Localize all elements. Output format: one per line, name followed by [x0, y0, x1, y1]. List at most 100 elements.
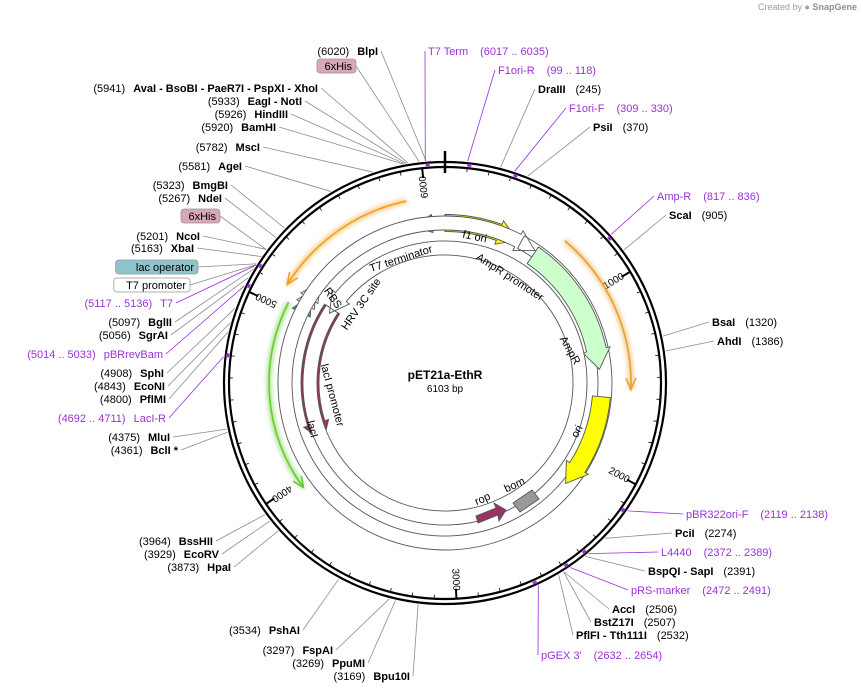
leader-line: [623, 214, 667, 251]
orf-arc-top-glow: [285, 198, 407, 286]
site-position: (817 .. 836): [703, 191, 759, 203]
site-position: (5056): [99, 330, 131, 342]
enzyme-label: (5267)NdeI: [158, 193, 222, 205]
primer-label: pGEX 3' (2632 .. 2654): [541, 650, 662, 662]
ruler-tick: [421, 168, 425, 179]
leader-line: [174, 268, 254, 323]
ruler-tick: [329, 561, 332, 566]
credit-brand: SnapGene: [812, 2, 857, 12]
feature-bom: [512, 489, 540, 513]
ruler-tick: [558, 561, 562, 566]
enzyme-label: (3169)Bpu10I: [334, 671, 410, 683]
primer-label: Amp-R (817 .. 836): [657, 191, 760, 203]
box-label-text: 6xHis: [188, 211, 216, 223]
feature-label: f1 ori: [461, 229, 487, 246]
site-name: PflMI: [140, 394, 166, 406]
site-position: (4361): [111, 445, 143, 457]
ruler-tick: [319, 207, 323, 211]
site-name: pGEX 3': [541, 650, 582, 662]
enzyme-label: (5933)EagI - NotI: [208, 96, 302, 108]
enzyme-label: (4908) SphI: [100, 368, 164, 380]
site-position: (3873): [167, 562, 199, 574]
site-name: BsaI: [712, 317, 735, 329]
orf-arc-lacI-outer: [268, 301, 305, 488]
enzyme-label: (5941)AvaI - BsoBI - PaeR7I - PspXI - Xh…: [93, 83, 318, 95]
ruler-tick: [655, 354, 660, 357]
primer-mark: [563, 562, 569, 568]
site-position: (3169): [334, 671, 366, 683]
enzyme-label: DraIII(245): [538, 84, 601, 96]
box-label-bg: [113, 277, 191, 293]
leader-line: [304, 100, 407, 164]
site-position: (3534): [229, 625, 261, 637]
feature-arcs: [266, 198, 637, 551]
site-name: BamHI: [241, 122, 276, 134]
feature-box-label: 6xHis: [316, 58, 357, 74]
feature-box-label: lac operator: [115, 259, 199, 275]
leader-line: [168, 332, 229, 400]
leader-line: [588, 551, 659, 555]
enzyme-label: (3534)PshAI: [229, 625, 300, 637]
site-name: PflFI - Tth111I: [576, 630, 647, 642]
orf-arc-lacI-outer-head: [292, 475, 305, 490]
site-name: SgrAI: [139, 330, 168, 342]
ruler-tick: [614, 252, 618, 256]
site-name: SphI: [140, 368, 164, 380]
enzyme-label: (5097)BglII: [108, 317, 172, 329]
ruler-tick: [234, 333, 239, 336]
leader-line: [335, 598, 390, 651]
site-name: BstZ17I: [594, 617, 634, 629]
ruler-tick: [337, 195, 341, 199]
feature-label: ori: [569, 423, 585, 439]
site-name: MluI: [148, 432, 170, 444]
enzyme-label: (5926)HindIII: [215, 109, 288, 121]
leader-line: [302, 578, 340, 631]
ruler-label: 3000: [449, 568, 461, 591]
ruler-label: 4000: [269, 482, 294, 504]
ruler-tick: [529, 184, 532, 189]
ruler-label: 5000: [254, 290, 279, 310]
enzyme-label: BspQI - SapI(2391): [648, 566, 755, 578]
leader-line: [175, 265, 256, 304]
site-name: BglII: [148, 317, 172, 329]
ruler-tick: [454, 588, 458, 599]
leader-line: [166, 308, 236, 374]
enzyme-label: (5920) BamHI: [201, 122, 276, 134]
leader-line: [244, 165, 331, 192]
leader-line: [197, 263, 257, 268]
snapgene-logo-icon: ●: [804, 2, 810, 12]
site-name: Amp-R: [657, 191, 691, 203]
feature-laci-promoter: [302, 240, 588, 526]
ruler-tick: [539, 572, 543, 577]
primer-mark: [257, 263, 263, 269]
leader-line: [380, 50, 427, 161]
ruler-tick: [477, 592, 479, 597]
enzyme-label: PsiI(370): [593, 122, 648, 134]
site-position: (2472 .. 2491): [702, 585, 771, 597]
site-position: (4908): [100, 368, 132, 380]
leader-line: [219, 215, 267, 250]
primer-mark: [513, 173, 518, 178]
ruler-tick: [487, 171, 490, 176]
leader-line: [662, 321, 710, 337]
site-name: DraIII: [538, 84, 566, 96]
site-position: (2632 .. 2654): [594, 650, 663, 662]
enzyme-label: (3269)PpuMI: [292, 658, 365, 670]
site-position: (2372 .. 2389): [704, 547, 773, 559]
primer-label: L4440 (2372 .. 2389): [661, 547, 772, 559]
site-name: HpaI: [207, 562, 231, 574]
leader-line: [168, 356, 224, 419]
site-name: BclI *: [150, 445, 178, 457]
leader-line: [570, 567, 629, 591]
site-name: L4440: [661, 547, 692, 559]
ruler-tick: [592, 534, 597, 538]
site-position: (370): [623, 122, 649, 134]
orf-arc-top: [286, 200, 407, 285]
site-position: (5920): [201, 122, 233, 134]
site-position: (5581): [178, 161, 210, 173]
site-name: F1ori-F: [569, 103, 605, 115]
enzyme-label: AccI(2506): [612, 604, 677, 616]
ruler-tick: [265, 497, 275, 505]
credit-prefix: Created by: [757, 2, 803, 12]
snapgene-credit: Created by ● SnapGene: [758, 2, 857, 12]
